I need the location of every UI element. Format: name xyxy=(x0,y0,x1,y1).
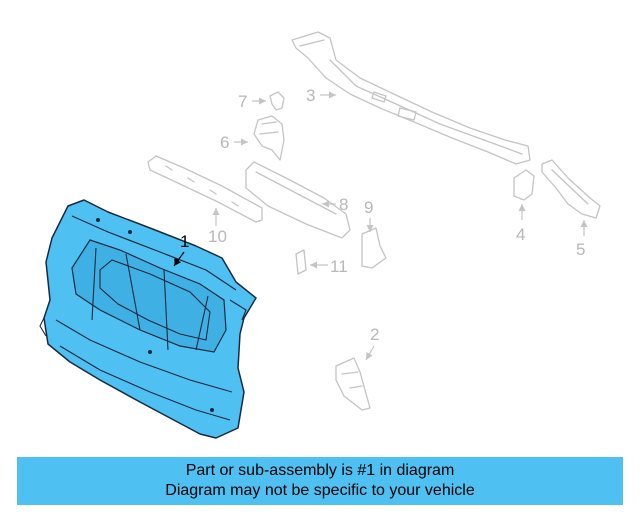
part-5-side-member xyxy=(541,159,601,219)
part-4-side-bracket xyxy=(513,169,535,201)
callout-11: 11 xyxy=(330,257,348,276)
leader-2 xyxy=(365,345,375,361)
banner-line-1: Part or sub-assembly is #1 in diagram xyxy=(185,462,455,479)
callout-6: 6 xyxy=(220,133,229,152)
part-10-trim-panel xyxy=(147,155,263,223)
part-2-lower-bracket xyxy=(335,357,371,411)
leader-1 xyxy=(173,251,185,267)
callout-5: 5 xyxy=(576,240,585,259)
part-3-upper-crossmember xyxy=(291,31,531,165)
part-8-air-guide xyxy=(245,161,351,239)
callout-4: 4 xyxy=(516,225,525,244)
callout-8: 8 xyxy=(339,195,348,214)
part-1-front-carrier xyxy=(39,199,257,439)
callout-2: 2 xyxy=(370,325,379,344)
banner-line-2: Diagram may not be specific to your vehi… xyxy=(165,482,475,499)
callout-7: 7 xyxy=(238,92,247,111)
callout-3: 3 xyxy=(306,86,315,105)
part-9-bracket xyxy=(361,227,387,269)
part-6-bracket xyxy=(253,115,285,161)
callout-1: 1 xyxy=(180,232,189,251)
parts-diagram: 3 7 6 10 8 9 11 4 5 xyxy=(39,31,601,439)
callout-9: 9 xyxy=(364,198,373,217)
info-banner: Part or sub-assembly is #1 in diagram Di… xyxy=(17,457,623,505)
callout-10: 10 xyxy=(208,227,227,246)
part-11-clip xyxy=(295,249,307,275)
part-7-clip xyxy=(269,91,285,111)
